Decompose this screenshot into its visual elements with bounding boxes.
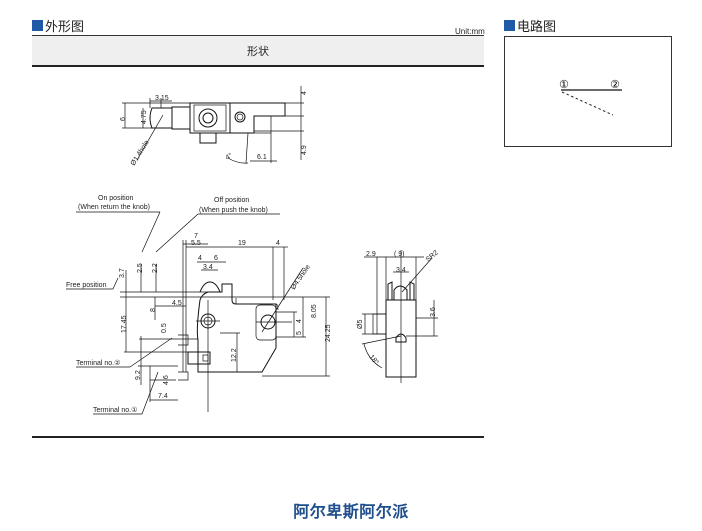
side-body: [385, 299, 417, 378]
dim-2-5: 2.5: [137, 263, 144, 273]
dim-2-2: 2.2: [152, 263, 159, 273]
front-body: [196, 283, 277, 373]
dim-5-5: 5.5: [191, 240, 201, 247]
dim-3-6: 3.6: [430, 307, 437, 317]
dim-8-05: 8.05: [311, 304, 318, 318]
top-small-hole: [234, 111, 246, 123]
circuit-diagram: ① ②: [559, 79, 622, 116]
dim-angle-18: 18°: [367, 353, 380, 366]
top-body-inner: [193, 104, 227, 132]
terminal-1-label: Terminal no.①: [93, 406, 137, 414]
dim-5-right: 5: [296, 331, 303, 335]
front-view: On position (When return the knob) Off p…: [66, 195, 332, 415]
dim-3-4: 3.4: [203, 264, 213, 271]
dim-0-5: 0.5: [161, 323, 168, 333]
top-arm: [230, 102, 286, 134]
dim-7: 7: [194, 233, 198, 240]
terminal-2-label: ②: [610, 79, 620, 91]
top-plunger-neck: [171, 106, 191, 130]
dim-6: 6: [120, 117, 127, 121]
free-position-label: Free position: [66, 282, 107, 289]
off-position-label: Off position: [214, 197, 249, 204]
side-knob: [393, 285, 408, 300]
dim-6: 6: [214, 255, 218, 262]
top-terminal: [199, 132, 217, 144]
dim-sr2: SR2: [425, 249, 440, 263]
unit-label: Unit:mm: [455, 27, 485, 36]
side-view: 2.9 ( 9) SR2 3.4 3.6 Ø5 18°: [357, 249, 440, 383]
front-mount-hole: [200, 313, 216, 329]
hole-4-5-label: Ø4.5hole: [290, 264, 312, 291]
brand-name: 阿尔卑斯阿尔派: [293, 504, 409, 521]
dim-19: 19: [238, 240, 246, 247]
front-terminal: [187, 351, 211, 365]
dim-dia-5: Ø5: [357, 320, 364, 329]
dim-4-5: 4.5: [172, 300, 182, 307]
top-hole-outer: [198, 108, 218, 128]
dim-9: ( 9): [394, 251, 405, 258]
dim-angle-4: 4°: [224, 151, 234, 161]
top-body: [189, 102, 231, 134]
circuit-title-text: 电路图: [517, 19, 557, 34]
dim-4-right: 4: [296, 319, 303, 323]
moving-contact-dashed: [561, 91, 614, 116]
dim-12-2: 12.2: [231, 348, 238, 362]
hole-1-4-label: Ø1.4hole: [130, 139, 151, 167]
on-position-label: On position: [98, 195, 134, 202]
front-knob: [199, 281, 221, 293]
off-position-sublabel: (When push the knob): [199, 207, 268, 214]
dim-4: 4: [198, 255, 202, 262]
shape-header-text: 形状: [247, 45, 269, 58]
circuit-diagram-title: 电路图: [504, 16, 556, 35]
dim-3-4-side: 3.4: [396, 267, 406, 274]
front-right-hole: [260, 314, 276, 330]
terminal-1-label: ①: [559, 79, 569, 91]
top-plunger: [149, 107, 173, 129]
bottom-divider: [32, 436, 484, 438]
dim-4-top: 4: [276, 240, 280, 247]
dim-24-25: 24.25: [325, 324, 332, 342]
dim-4-top: 4: [301, 91, 308, 95]
dim-4-9: 4.9: [301, 145, 308, 155]
section-marker-icon: [32, 20, 43, 31]
terminal-2-label: Terminal no.②: [76, 360, 120, 367]
dim-7-4: 7.4: [158, 393, 168, 400]
dim-4-6: 4.6: [163, 375, 170, 385]
circuit-diagram-box: ① ②: [504, 36, 672, 147]
top-hole-inner: [202, 112, 214, 124]
dim-8: 8: [150, 308, 157, 312]
dim-6-1: 6.1: [257, 154, 267, 161]
dim-2-9: 2.9: [366, 251, 376, 258]
dim-3-15: 3.15: [155, 95, 169, 102]
dim-9-2: 9.2: [135, 370, 142, 380]
outline-drawing-title: 外形图: [32, 16, 84, 35]
outline-title-text: 外形图: [45, 19, 85, 34]
dim-17-45: 17.45: [121, 315, 128, 333]
on-position-sublabel: (When return the knob): [78, 204, 150, 211]
section-marker-icon: [504, 20, 515, 31]
top-view: 3.15 6 4.75 4 4.9 6.1 4° Ø1.4hole: [120, 86, 308, 167]
shape-header: 形状: [32, 35, 484, 67]
dim-4-75: 4.75: [141, 110, 148, 124]
dim-3-7: 3.7: [119, 268, 126, 278]
